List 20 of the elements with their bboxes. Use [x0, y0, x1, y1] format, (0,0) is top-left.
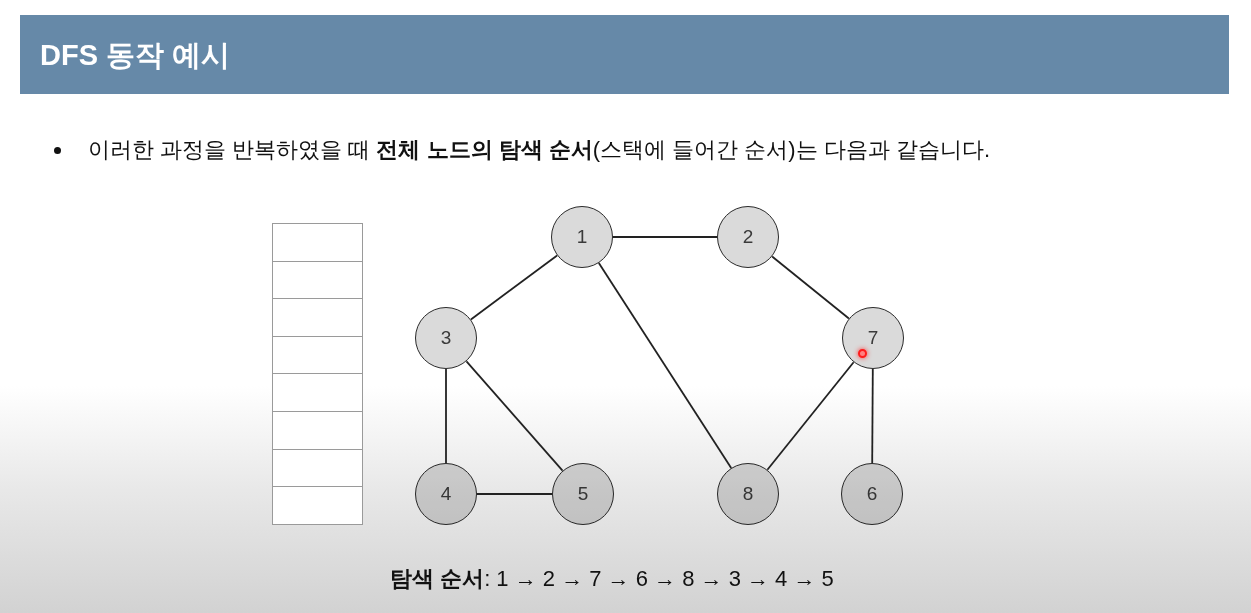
bullet-text: 이러한 과정을 반복하였을 때 전체 노드의 탐색 순서(스택에 들어간 순서)는 다음과 같습니다.: [88, 136, 990, 164]
edge-line: [445, 368, 447, 464]
node-number: 4: [440, 483, 452, 505]
node-number: 7: [867, 327, 879, 349]
edge-line: [470, 254, 558, 321]
node-number: 8: [742, 483, 754, 505]
node-number: 2: [742, 226, 754, 248]
node-number: 5: [577, 483, 589, 505]
edge-line: [771, 255, 850, 320]
search-order-text: 탐색 순서: 1 → 2 → 7 → 6 → 8 → 3 → 4 → 5: [390, 565, 834, 593]
edge-line: [766, 361, 855, 471]
node-number: 3: [440, 327, 452, 349]
edge-line: [612, 236, 718, 238]
node-number: 6: [866, 483, 878, 505]
edge-line: [871, 368, 874, 464]
edge-line: [597, 262, 733, 469]
title: DFS 동작 예시: [40, 38, 231, 73]
node-number: 1: [576, 226, 588, 248]
edge-line: [476, 493, 553, 495]
edge-line: [465, 360, 564, 472]
